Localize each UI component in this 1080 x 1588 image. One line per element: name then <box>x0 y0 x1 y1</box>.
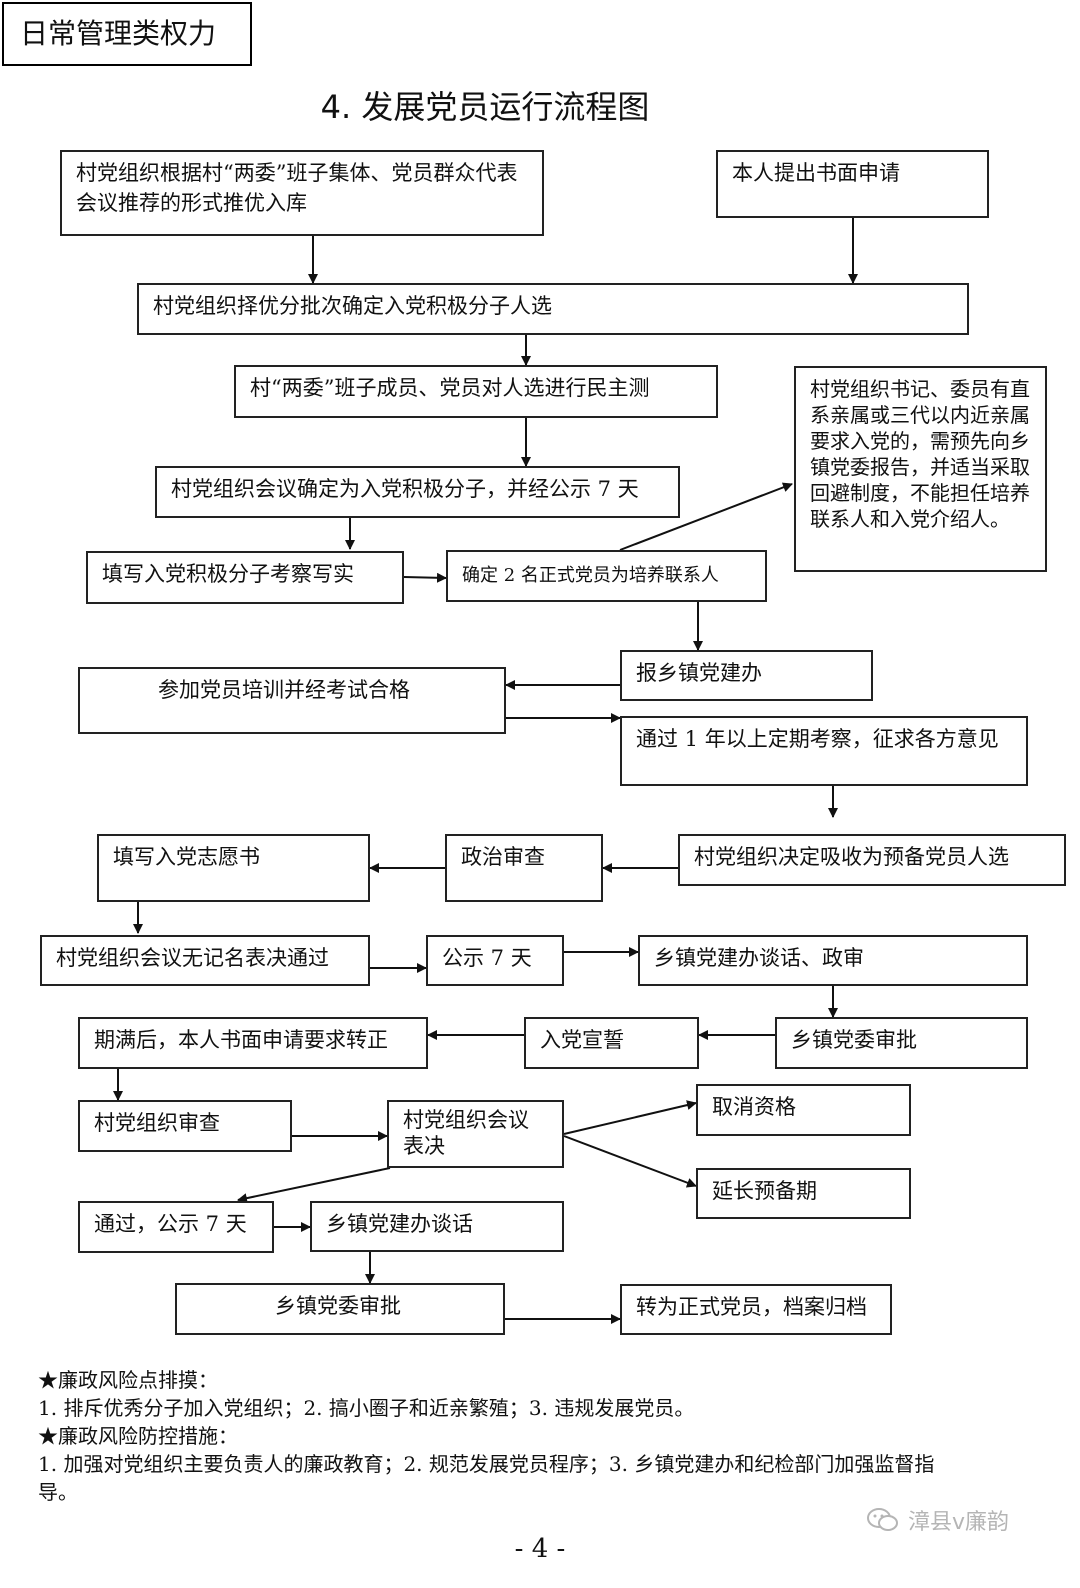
node-fill-application-form: 填写入党志愿书 <box>97 834 370 902</box>
node-written-application: 本人提出书面申请 <box>716 150 989 218</box>
category-tag: 日常管理类权力 <box>2 2 252 66</box>
node-extend-probation: 延长预备期 <box>696 1168 911 1219</box>
node-probationary-candidate: 村党组织决定吸收为预备党员人选 <box>678 834 1066 886</box>
arrow-n22-n23 <box>563 1100 697 1135</box>
node-anonymous-vote: 村党组织会议无记名表决通过 <box>40 935 370 986</box>
node-one-year-review: 通过 1 年以上定期考察，征求各方意见 <box>620 716 1028 786</box>
page-title: 4. 发展党员运行流程图 <box>320 88 650 126</box>
watermark-text: 漳县v廉韵 <box>908 1510 1010 1535</box>
arrow-n22-n25 <box>237 1167 391 1204</box>
arrow-n8-n5 <box>619 482 793 551</box>
node-apply-full-membership: 期满后，本人书面申请要求转正 <box>78 1017 428 1069</box>
node-village-review: 村党组织审查 <box>78 1100 292 1152</box>
node-democratic-test: 村“两委”班子成员、党员对人选进行民主测 <box>234 365 718 418</box>
measure-heading: ★廉政风险防控措施： <box>38 1424 238 1448</box>
node-fill-activist-record: 填写入党积极分子考察写实 <box>86 551 404 604</box>
node-township-committee-approval-1: 乡镇党委审批 <box>775 1017 1028 1069</box>
node-publicize-7days-1: 公示 7 天 <box>426 935 564 986</box>
arrow-n22-n24 <box>563 1135 697 1188</box>
node-training-exam: 参加党员培训并经考试合格 <box>78 667 506 734</box>
arrow-n7-n8 <box>403 572 447 583</box>
node-township-interview-review: 乡镇党建办谈话、政审 <box>638 935 1028 986</box>
node-recommend-pool: 村党组织根据村“两委”班子集体、党员群众代表会议推荐的形式推优入库 <box>60 150 544 236</box>
page-number: - 4 - <box>514 1534 566 1564</box>
risk-text: 1. 排斥优秀分子加入党组织；2. 搞小圈子和近亲繁殖；3. 违规发展党员。 <box>38 1396 695 1420</box>
node-oath: 入党宣誓 <box>524 1017 699 1069</box>
measure-text: 1. 加强对党组织主要负责人的廉政教育；2. 规范发展党员程序；3. 乡镇党建办… <box>38 1452 935 1504</box>
node-confirm-activist: 村党组织会议确定为入党积极分子，并经公示 7 天 <box>155 466 680 518</box>
node-township-committee-approval-2: 乡镇党委审批 <box>175 1283 505 1335</box>
node-relatives-note: 村党组织书记、委员有直系亲属或三代以内近亲属要求入党的，需预先向乡镇党委报告，并… <box>794 366 1047 572</box>
wechat-icon <box>867 1508 898 1531</box>
risk-notes: ★廉政风险点排摸： 1. 排斥优秀分子加入党组织；2. 搞小圈子和近亲繁殖；3.… <box>38 1366 968 1506</box>
node-township-interview: 乡镇党建办谈话 <box>310 1201 564 1252</box>
risk-heading: ★廉政风险点排摸： <box>38 1368 218 1392</box>
node-assign-contacts: 确定 2 名正式党员为培养联系人 <box>446 550 767 602</box>
node-pass-publicize-7days: 通过，公示 7 天 <box>78 1201 274 1253</box>
node-full-member-archive: 转为正式党员，档案归档 <box>620 1284 892 1335</box>
watermark: 漳县v廉韵 <box>866 1504 1009 1536</box>
node-meeting-vote: 村党组织会议 表决 <box>387 1100 564 1168</box>
node-report-township: 报乡镇党建办 <box>620 650 873 701</box>
node-select-activist-candidates: 村党组织择优分批次确定入党积极分子人选 <box>137 283 969 335</box>
node-cancel-qualification: 取消资格 <box>696 1084 911 1136</box>
node-political-review: 政治审查 <box>445 834 603 902</box>
